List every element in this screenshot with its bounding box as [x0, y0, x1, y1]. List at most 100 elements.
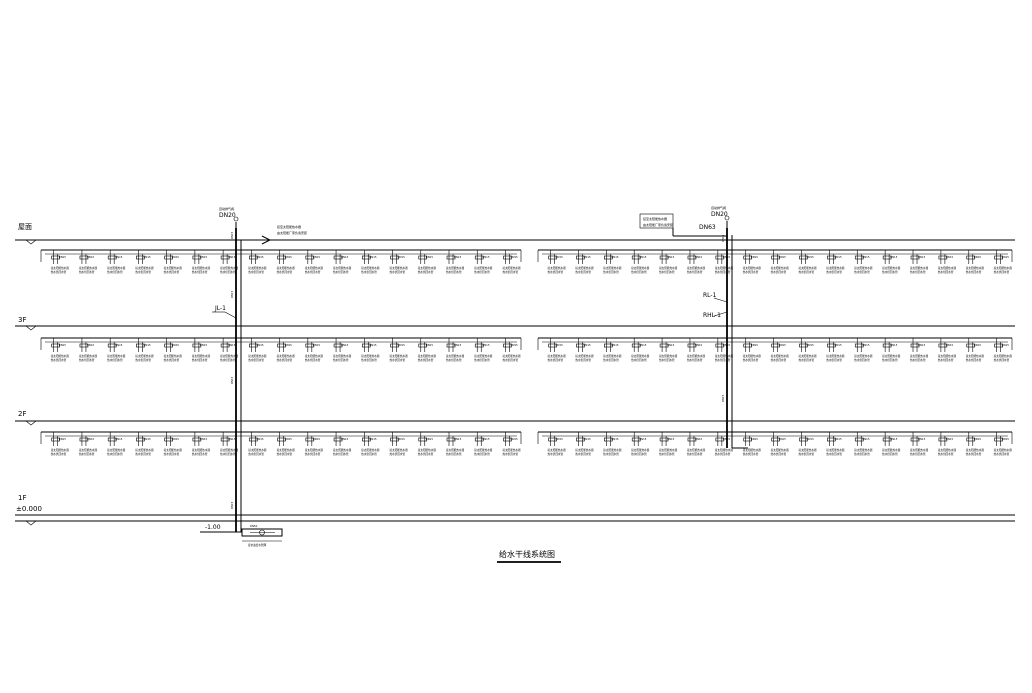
- unit-pipe-size: DN15: [510, 437, 518, 441]
- unit-note-1: 接太阳能热水器: [474, 266, 493, 270]
- unit-note-1: 接太阳能热水器: [277, 354, 296, 358]
- unit-note-1: 接太阳能热水器: [192, 448, 211, 452]
- unit-pipe-size: DN15: [228, 343, 236, 347]
- unit-pipe-size: DN15: [583, 343, 591, 347]
- unit-note-2: 热水供回水管: [79, 270, 95, 274]
- unit-note-2: 热水供回水管: [446, 452, 462, 456]
- unit-pipe-size: DN15: [639, 437, 647, 441]
- unit-note-2: 热水供回水管: [107, 358, 123, 362]
- unit-note-1: 接太阳能热水器: [826, 354, 845, 358]
- unit-note-2: 热水供回水管: [994, 358, 1010, 362]
- unit-pipe-size: DN15: [974, 255, 982, 259]
- unit-note-1: 接太阳能热水器: [502, 266, 521, 270]
- unit-note-2: 热水供回水管: [418, 358, 434, 362]
- unit-pipe-size: DN15: [611, 255, 619, 259]
- unit-note-1: 接太阳能热水器: [220, 266, 239, 270]
- unit-note-1: 接太阳能热水器: [305, 448, 324, 452]
- unit-note-1: 接太阳能热水器: [333, 354, 352, 358]
- unit-pipe-size: DN15: [974, 437, 982, 441]
- unit-note-2: 热水供回水管: [882, 270, 898, 274]
- unit-pipe-size: DN15: [695, 437, 703, 441]
- unit-pipe-size: DN15: [667, 255, 675, 259]
- depth-label: -1.00: [205, 524, 221, 531]
- unit-note-2: 热水供回水管: [771, 452, 787, 456]
- unit-pipe-size: DN15: [1002, 343, 1010, 347]
- unit-pipe-size: DN15: [285, 343, 293, 347]
- unit-pipe-size: DN15: [834, 437, 842, 441]
- riser-jl1: [200, 216, 283, 542]
- unit-pipe-size: DN15: [751, 343, 759, 347]
- unit-pipe-size: DN15: [751, 255, 759, 259]
- unit-note-2: 热水供回水管: [192, 452, 208, 456]
- unit-note-2: 热水供回水管: [248, 358, 264, 362]
- unit-pipe-size: DN15: [890, 437, 898, 441]
- unit-note-1: 接太阳能热水器: [390, 266, 409, 270]
- unit-note-2: 热水供回水管: [966, 452, 982, 456]
- unit-note-1: 接太阳能热水器: [548, 266, 567, 270]
- riser-rl1: [639, 213, 748, 449]
- unit-note-2: 热水供回水管: [798, 358, 814, 362]
- unit-note-1: 接太阳能热水器: [938, 354, 957, 358]
- unit-note-2: 热水供回水管: [502, 270, 518, 274]
- unit-note-1: 接太阳能热水器: [715, 448, 734, 452]
- unit-note-1: 接太阳能热水器: [854, 448, 873, 452]
- unit-note-1: 接太阳能热水器: [79, 354, 98, 358]
- unit-note-2: 热水供回水管: [305, 270, 321, 274]
- unit-note-2: 热水供回水管: [548, 358, 564, 362]
- unit-note-1: 接太阳能热水器: [390, 448, 409, 452]
- unit-note-2: 热水供回水管: [79, 452, 95, 456]
- unit-note-2: 热水供回水管: [743, 358, 759, 362]
- unit-pipe-size: DN15: [918, 255, 926, 259]
- unit-note-1: 接太阳能热水器: [659, 266, 678, 270]
- unit-note-2: 热水供回水管: [826, 270, 842, 274]
- unit-note-2: 热水供回水管: [446, 270, 462, 274]
- unit-note-2: 热水供回水管: [164, 270, 180, 274]
- unit-pipe-size: DN15: [806, 255, 814, 259]
- unit-note-2: 热水供回水管: [135, 452, 151, 456]
- unit-pipe-size: DN15: [59, 255, 67, 259]
- unit-note-1: 接太阳能热水器: [798, 354, 817, 358]
- unit-note-2: 热水供回水管: [826, 452, 842, 456]
- unit-pipe-size: DN15: [398, 437, 406, 441]
- unit-pipe-size: DN15: [806, 437, 814, 441]
- pipe-size-dn50: DN50: [250, 524, 258, 528]
- unit-pipe-size: DN15: [862, 343, 870, 347]
- unit-pipe-size: DN15: [779, 437, 787, 441]
- unit-note-2: 热水供回水管: [135, 270, 151, 274]
- unit-pipe-size: DN15: [87, 255, 95, 259]
- unit-pipe-size: DN15: [59, 437, 67, 441]
- unit-note-1: 接太阳能热水器: [390, 354, 409, 358]
- unit-note-2: 热水供回水管: [474, 452, 490, 456]
- unit-note-2: 热水供回水管: [51, 358, 67, 362]
- unit-note-2: 热水供回水管: [575, 270, 591, 274]
- unit-note-1: 接太阳能热水器: [446, 448, 465, 452]
- unit-note-2: 热水供回水管: [277, 270, 293, 274]
- unit-note-1: 接太阳能热水器: [854, 266, 873, 270]
